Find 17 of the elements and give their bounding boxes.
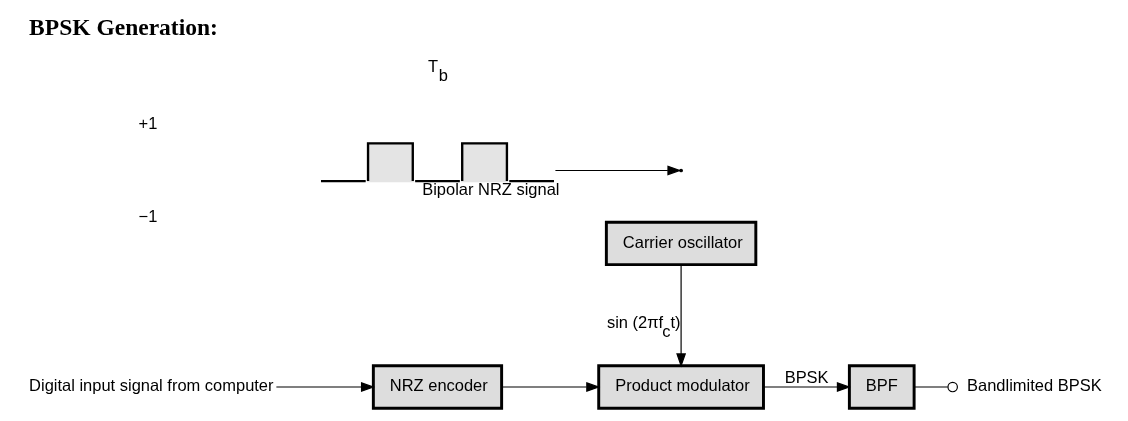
node-box: NRZ encoder <box>371 364 504 410</box>
label: −1 <box>138 206 158 225</box>
arrow <box>501 382 601 392</box>
arrow <box>676 264 687 368</box>
node-text: Bandlimited BPSK <box>967 376 1102 395</box>
node-box: BPF <box>847 364 916 410</box>
label: +1 <box>138 113 158 132</box>
arrow <box>275 382 376 392</box>
edge-label: BPSK <box>784 367 829 386</box>
node-box: Carrier oscillator <box>604 220 758 267</box>
arrow <box>762 382 851 392</box>
node-box: Product modulator <box>597 364 765 410</box>
diagram-title: BPSK Generation: <box>29 14 218 41</box>
node-text: Digital input signal from computer <box>29 376 274 395</box>
connector <box>913 381 958 393</box>
arrow <box>554 165 682 176</box>
node-label: Bipolar NRZ signal <box>422 180 560 199</box>
